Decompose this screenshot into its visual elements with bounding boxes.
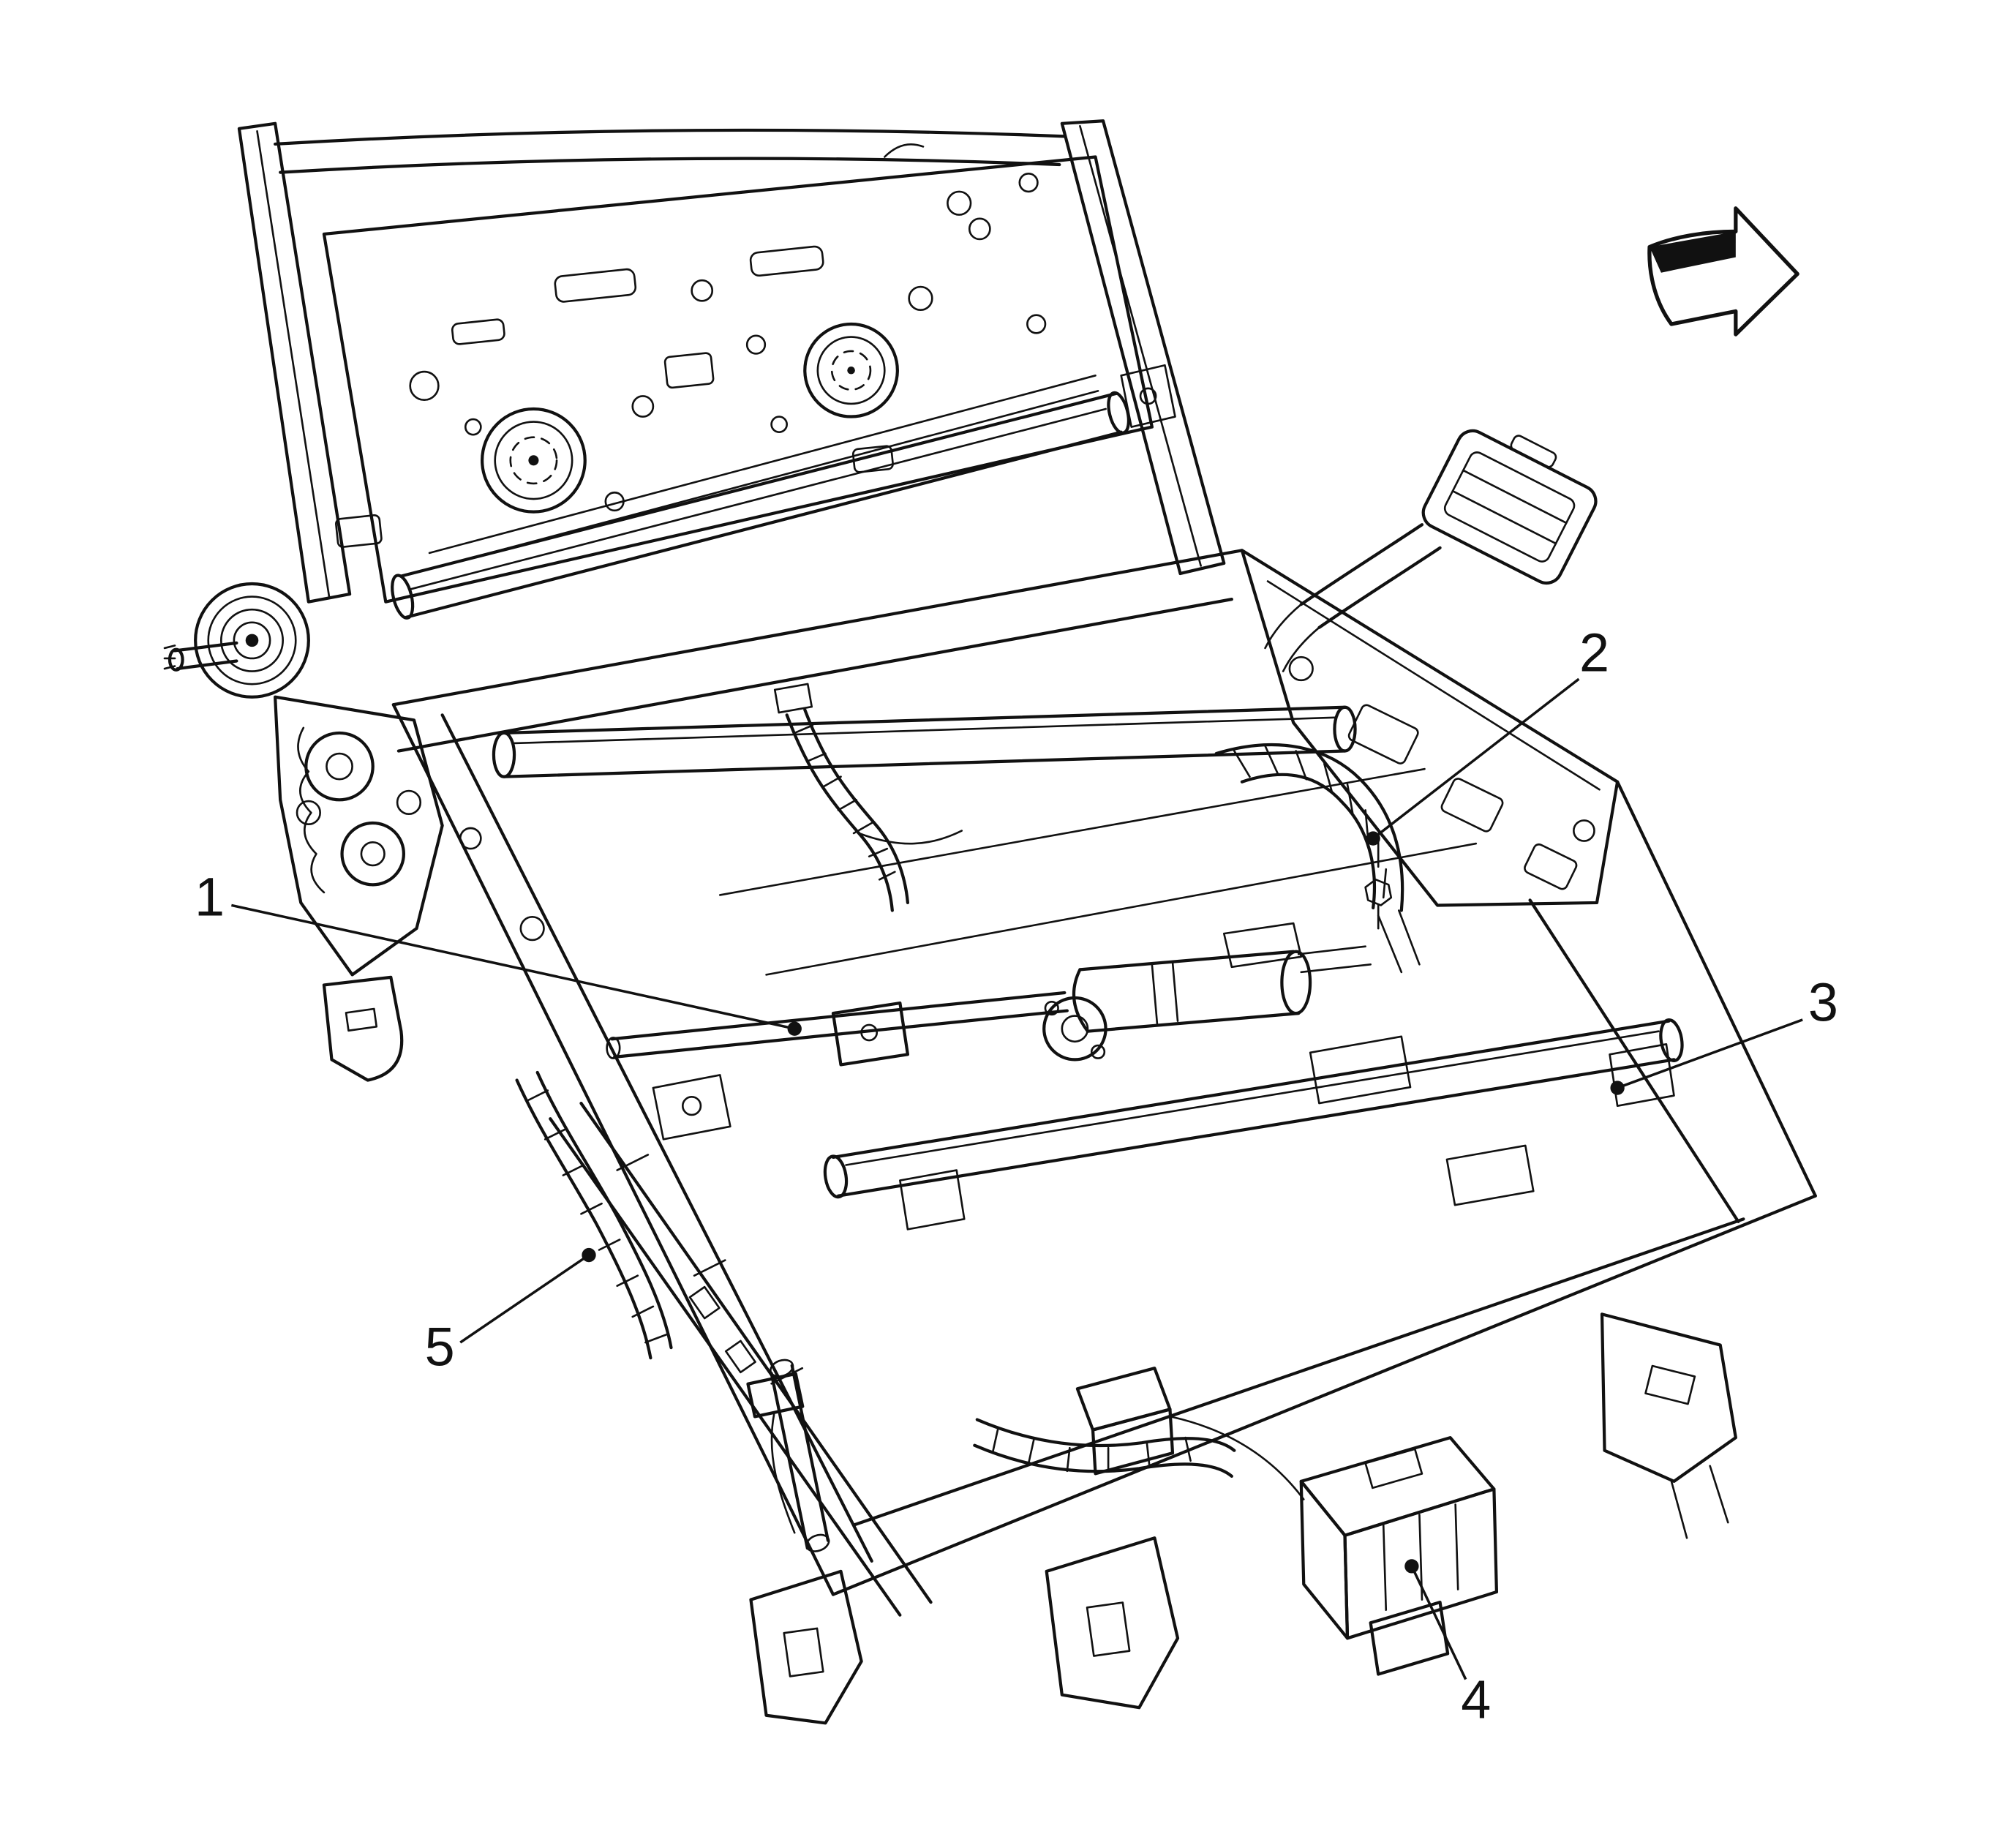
cross-tubes [492,705,1684,1231]
recliner-mechanism [163,582,444,1082]
cushion-frame [391,549,1817,1725]
callout-5-label: 5 [425,1317,455,1378]
direction-arrow-icon [1647,206,1799,337]
seat-back-frame [237,119,1226,620]
callout-4: 4 [1404,1559,1491,1729]
harness-connector [1421,429,1598,585]
callout-3: 3 [1610,972,1838,1095]
callout-1-label: 1 [195,867,225,928]
adjuster-motor-assembly [606,878,1393,1067]
callout-4-label: 4 [1461,1669,1491,1729]
callouts: 1 2 3 4 5 [195,623,1838,1730]
front-control-module [1299,1436,1499,1676]
callout-1: 1 [195,867,802,1036]
callout-5: 5 [425,1247,596,1378]
wiring-harness [515,523,1442,1500]
callout-3-label: 3 [1808,972,1838,1033]
callout-2: 2 [1366,623,1609,846]
callout-2-label: 2 [1579,623,1609,683]
